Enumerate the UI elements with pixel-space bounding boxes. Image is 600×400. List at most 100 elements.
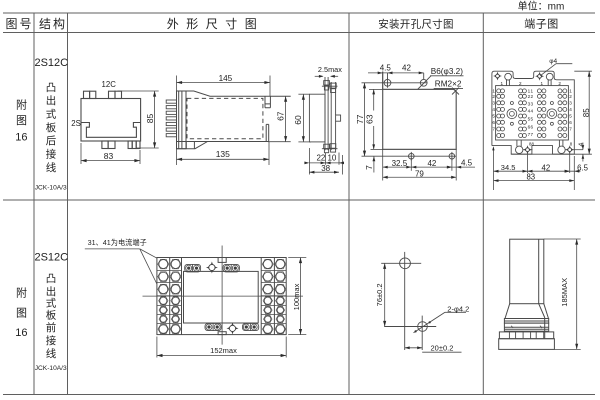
svg-text:4: 4 [531,109,534,114]
svg-text:式: 式 [46,108,57,121]
svg-text:8: 8 [532,141,535,146]
svg-text:76±0.2: 76±0.2 [375,283,384,306]
svg-text:图: 图 [16,307,27,320]
svg-text:2: 2 [569,94,572,99]
svg-text:63: 63 [365,114,375,124]
svg-text:RM2×2: RM2×2 [435,80,462,89]
svg-text:6.5: 6.5 [577,164,589,173]
svg-text:1: 1 [528,88,531,93]
svg-text:2S12C: 2S12C [34,57,68,69]
svg-text:42: 42 [542,164,551,173]
svg-text:图: 图 [16,114,27,127]
svg-text:16: 16 [15,327,27,339]
svg-text:线: 线 [46,347,57,360]
svg-text:6: 6 [492,120,495,125]
svg-text:6: 6 [531,124,534,129]
svg-text:4: 4 [569,107,572,112]
svg-text:φ4: φ4 [549,58,557,65]
svg-text:线: 线 [46,161,57,174]
svg-text:单位：mm: 单位：mm [518,0,565,12]
svg-text:后: 后 [46,135,57,147]
svg-text:1: 1 [501,81,504,86]
svg-text:板: 板 [46,121,57,134]
svg-text:83: 83 [104,151,114,161]
svg-text:2S: 2S [71,119,81,128]
svg-text:附: 附 [16,98,27,112]
svg-text:16: 16 [15,132,27,144]
svg-text:42: 42 [427,159,436,168]
svg-text:凸: 凸 [46,273,57,285]
svg-text:1: 1 [531,88,534,93]
svg-text:附: 附 [16,286,27,300]
svg-text:图号: 图号 [5,17,33,31]
svg-text:出: 出 [46,94,57,107]
svg-text:67: 67 [275,111,285,121]
svg-text:7: 7 [569,127,572,132]
svg-text:安装开孔尺寸图: 安装开孔尺寸图 [378,17,454,30]
svg-text:出: 出 [46,285,57,298]
svg-text:12C: 12C [102,80,117,89]
svg-text:式: 式 [46,297,57,310]
svg-text:B6(φ3.2): B6(φ3.2) [431,67,463,76]
svg-text:77: 77 [355,114,365,124]
svg-text:85: 85 [582,108,591,117]
svg-text:5: 5 [531,116,534,121]
svg-text:32.5: 32.5 [392,159,408,168]
svg-text:3: 3 [528,101,531,106]
svg-text:外形尺寸图: 外形尺寸图 [167,17,265,31]
svg-text:5: 5 [528,116,531,121]
svg-text:1: 1 [569,89,572,94]
svg-text:结构: 结构 [39,16,67,31]
svg-text:5: 5 [569,114,572,119]
svg-text:2: 2 [531,94,534,99]
svg-text:7: 7 [364,165,374,170]
svg-text:4: 4 [528,109,531,114]
svg-text:38: 38 [321,164,330,173]
svg-text:端子图: 端子图 [524,18,559,31]
svg-text:1: 1 [492,89,495,94]
svg-text:JCK-10A/3: JCK-10A/3 [35,184,67,191]
svg-text:3: 3 [492,101,495,106]
svg-text:3: 3 [569,101,572,106]
svg-text:4: 4 [578,142,585,146]
svg-text:接: 接 [46,334,57,347]
svg-text:板: 板 [46,309,57,322]
svg-text:7: 7 [528,132,531,137]
svg-text:8: 8 [529,141,532,146]
svg-text:145: 145 [219,74,233,83]
svg-text:接: 接 [46,148,57,161]
svg-text:85: 85 [145,114,155,124]
svg-text:22: 22 [316,153,325,162]
svg-text:34.5: 34.5 [501,163,516,172]
svg-text:4.5: 4.5 [461,158,473,167]
svg-text:6: 6 [528,124,531,129]
svg-text:100max: 100max [292,283,301,310]
svg-text:185MAX: 185MAX [560,278,569,307]
svg-text:4.5: 4.5 [380,64,392,73]
svg-text:5: 5 [492,114,495,119]
svg-text:31、41为电流端子: 31、41为电流端子 [88,238,147,247]
svg-text:2-φ4.2: 2-φ4.2 [447,305,469,314]
svg-text:2: 2 [492,94,495,99]
svg-text:4: 4 [492,107,495,112]
svg-text:前: 前 [46,321,57,334]
svg-text:20±0.2: 20±0.2 [431,344,454,353]
svg-text:135: 135 [216,149,230,159]
svg-text:6: 6 [569,120,572,125]
svg-text:3: 3 [531,101,534,106]
svg-text:凸: 凸 [46,82,57,94]
svg-text:8: 8 [570,141,573,146]
svg-text:152max: 152max [210,346,237,355]
svg-text:1: 1 [541,81,544,86]
svg-text:2: 2 [558,81,561,86]
svg-text:JCK-10A/3: JCK-10A/3 [35,365,67,372]
svg-text:42: 42 [402,64,411,73]
svg-text:7: 7 [492,127,495,132]
svg-text:79: 79 [415,170,424,179]
svg-text:2: 2 [528,94,531,99]
svg-text:2.5max: 2.5max [318,65,342,74]
svg-text:7: 7 [531,132,534,137]
svg-text:83: 83 [526,173,535,182]
svg-text:60: 60 [293,115,303,125]
svg-text:10: 10 [327,153,336,162]
